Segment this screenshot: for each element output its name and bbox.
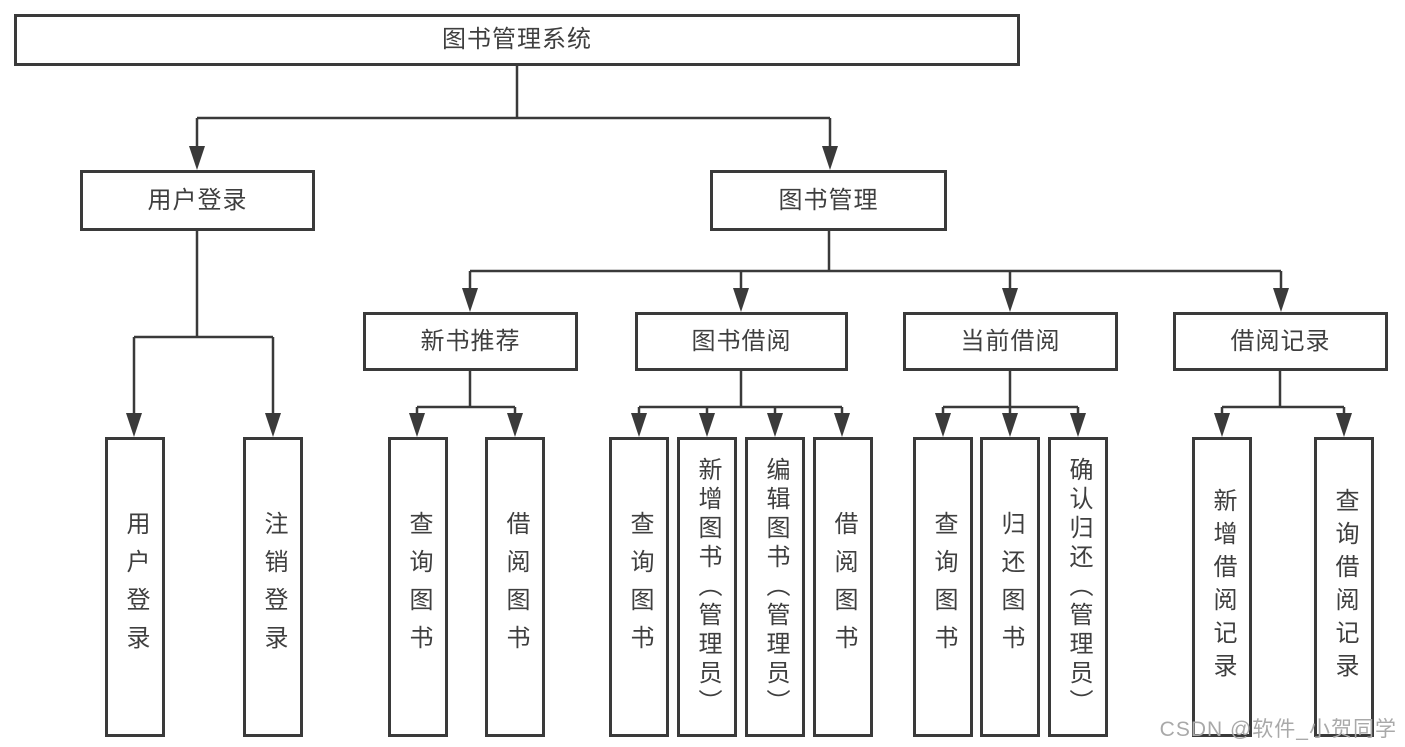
arrowhead xyxy=(462,288,478,312)
arrowhead xyxy=(1002,413,1018,437)
connector-user-login xyxy=(132,231,275,419)
node-label: 查询图书 xyxy=(930,511,957,663)
leaf-user-login: 用户登录 xyxy=(105,437,165,737)
watermark: CSDN @软件_小贺同学 xyxy=(1159,718,1397,741)
arrowhead xyxy=(507,413,523,437)
leaf-add-book-admin: 新增图书（管理员） xyxy=(677,437,737,737)
arrowhead xyxy=(265,413,281,437)
node-label: 归还图书 xyxy=(997,511,1024,663)
leaf-query-books-current: 查询图书 xyxy=(913,437,973,737)
connector-root xyxy=(195,66,832,150)
connector-book-management xyxy=(468,231,1283,292)
node-label: 借阅记录 xyxy=(1230,327,1331,355)
node-book-borrow: 图书借阅 xyxy=(635,312,848,371)
arrowhead xyxy=(834,413,850,437)
arrowhead xyxy=(189,146,205,170)
connector-borrow-records xyxy=(1220,371,1346,419)
node-label: 用户登录 xyxy=(147,186,248,214)
arrowhead xyxy=(1002,288,1018,312)
node-label: 图书借阅 xyxy=(691,327,792,355)
arrowhead xyxy=(767,413,783,437)
arrowhead xyxy=(822,146,838,170)
connector-new-book-recommend xyxy=(415,371,517,419)
node-current-borrow: 当前借阅 xyxy=(903,312,1118,371)
node-label: 新增图书（管理员） xyxy=(694,456,721,718)
arrowhead xyxy=(409,413,425,437)
node-library-system: 图书管理系统 xyxy=(14,14,1020,66)
node-label: 编辑图书（管理员） xyxy=(762,456,789,718)
node-label: 新增借阅记录 xyxy=(1209,488,1236,686)
node-label: 图书管理 xyxy=(778,186,879,214)
leaf-add-borrow-record: 新增借阅记录 xyxy=(1192,437,1252,737)
arrowhead xyxy=(935,413,951,437)
node-label: 当前借阅 xyxy=(960,327,1061,355)
node-label: 新书推荐 xyxy=(420,327,521,355)
arrowhead xyxy=(733,288,749,312)
leaf-borrow-books: 借阅图书 xyxy=(813,437,873,737)
leaf-borrow-books-recommend: 借阅图书 xyxy=(485,437,545,737)
node-label: 借阅图书 xyxy=(830,511,857,663)
leaf-logout: 注销登录 xyxy=(243,437,303,737)
arrowhead xyxy=(1273,288,1289,312)
arrowhead xyxy=(631,413,647,437)
node-label: 查询图书 xyxy=(405,511,432,663)
arrowhead xyxy=(1070,413,1086,437)
node-label: 确认归还（管理员） xyxy=(1065,456,1092,718)
arrowhead xyxy=(126,413,142,437)
arrowhead xyxy=(1336,413,1352,437)
node-label: 查询借阅记录 xyxy=(1331,488,1358,686)
node-label: 图书管理系统 xyxy=(442,26,592,53)
leaf-query-books-borrow: 查询图书 xyxy=(609,437,669,737)
arrowhead xyxy=(699,413,715,437)
node-borrow-records: 借阅记录 xyxy=(1173,312,1388,371)
node-label: 借阅图书 xyxy=(502,511,529,663)
arrowhead xyxy=(1214,413,1230,437)
leaf-query-borrow-record: 查询借阅记录 xyxy=(1314,437,1374,737)
leaf-edit-book-admin: 编辑图书（管理员） xyxy=(745,437,805,737)
node-user-login: 用户登录 xyxy=(80,170,315,231)
connector-current-borrow xyxy=(941,371,1080,419)
leaf-return-books: 归还图书 xyxy=(980,437,1040,737)
leaf-query-books-recommend: 查询图书 xyxy=(388,437,448,737)
leaf-confirm-return-admin: 确认归还（管理员） xyxy=(1048,437,1108,737)
node-book-management: 图书管理 xyxy=(710,170,947,231)
node-new-book-recommend: 新书推荐 xyxy=(363,312,578,371)
node-label: 注销登录 xyxy=(260,511,287,663)
node-label: 查询图书 xyxy=(626,511,653,663)
connector-book-borrow xyxy=(637,371,844,419)
node-label: 用户登录 xyxy=(122,511,149,663)
